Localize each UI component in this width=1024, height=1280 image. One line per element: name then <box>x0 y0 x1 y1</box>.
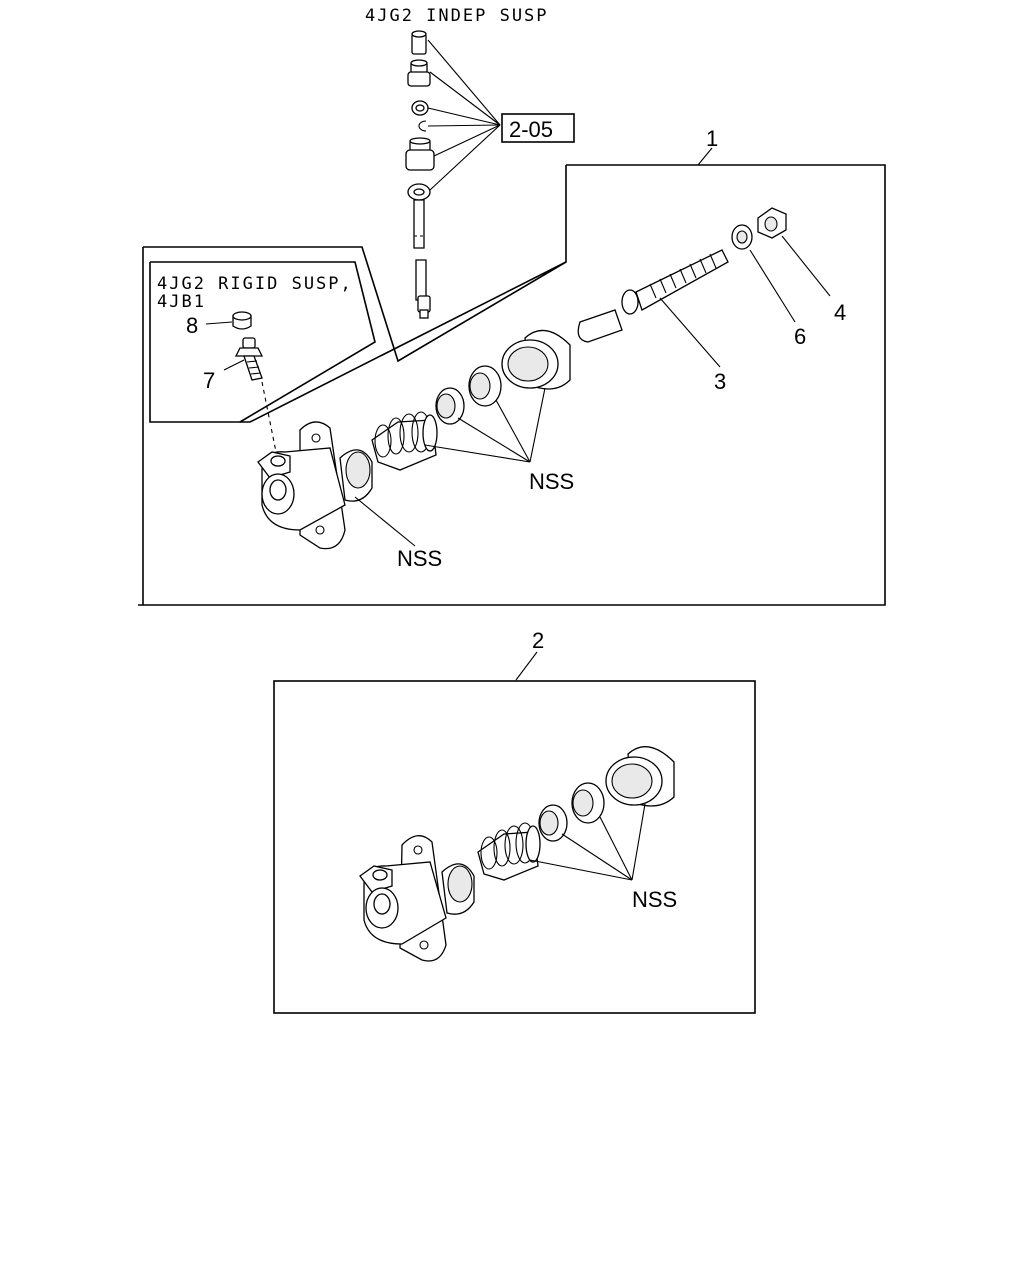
ref-box-2-05 <box>501 113 575 143</box>
nss-seals-upper-label: NSS <box>529 469 574 494</box>
header-title: 4JG2 INDEP SUSP <box>365 6 549 26</box>
rigid-susp-note-line2: 4JB1 <box>157 292 206 312</box>
rigid-susp-note-line1: 4JG2 RIGID SUSP, <box>157 274 353 294</box>
callout-3: 3 <box>714 369 726 394</box>
slave-cylinder-body-lower <box>359 835 475 962</box>
piston-cup-upper <box>501 329 571 390</box>
dust-boot-upper <box>371 411 438 471</box>
callout-6: 6 <box>794 324 806 349</box>
nss-seals-lower-label: NSS <box>632 887 677 912</box>
callout-7: 7 <box>203 368 215 393</box>
rigid-susp-callout-frame <box>143 246 567 363</box>
push-rod-part <box>577 249 729 368</box>
piston-cup-lower <box>605 746 675 807</box>
assembly2-callout: 2 <box>532 628 544 653</box>
cup-seals-lower <box>538 782 605 842</box>
leaders-2-05 <box>427 39 501 191</box>
bleeder-cap-part <box>205 311 252 330</box>
callout-8: 8 <box>186 313 198 338</box>
dust-boot-lower <box>477 822 541 881</box>
assembly1-frame-inner <box>149 165 567 423</box>
ref-box-label: 2-05 <box>509 117 553 142</box>
assembly2-frame <box>273 680 756 1014</box>
cup-seals-upper <box>435 365 502 425</box>
nss-body-upper-label: NSS <box>397 546 442 571</box>
hose-fittings-stack <box>405 30 435 319</box>
assembly1-frame <box>138 164 886 606</box>
assembly1-callout: 1 <box>706 126 718 151</box>
bleeder-screw-part <box>223 337 277 453</box>
lock-nut-outer-part <box>757 207 831 297</box>
slave-cylinder-body-upper <box>257 421 373 550</box>
callout-4: 4 <box>834 300 846 325</box>
lock-nut-inner-part <box>731 224 796 323</box>
